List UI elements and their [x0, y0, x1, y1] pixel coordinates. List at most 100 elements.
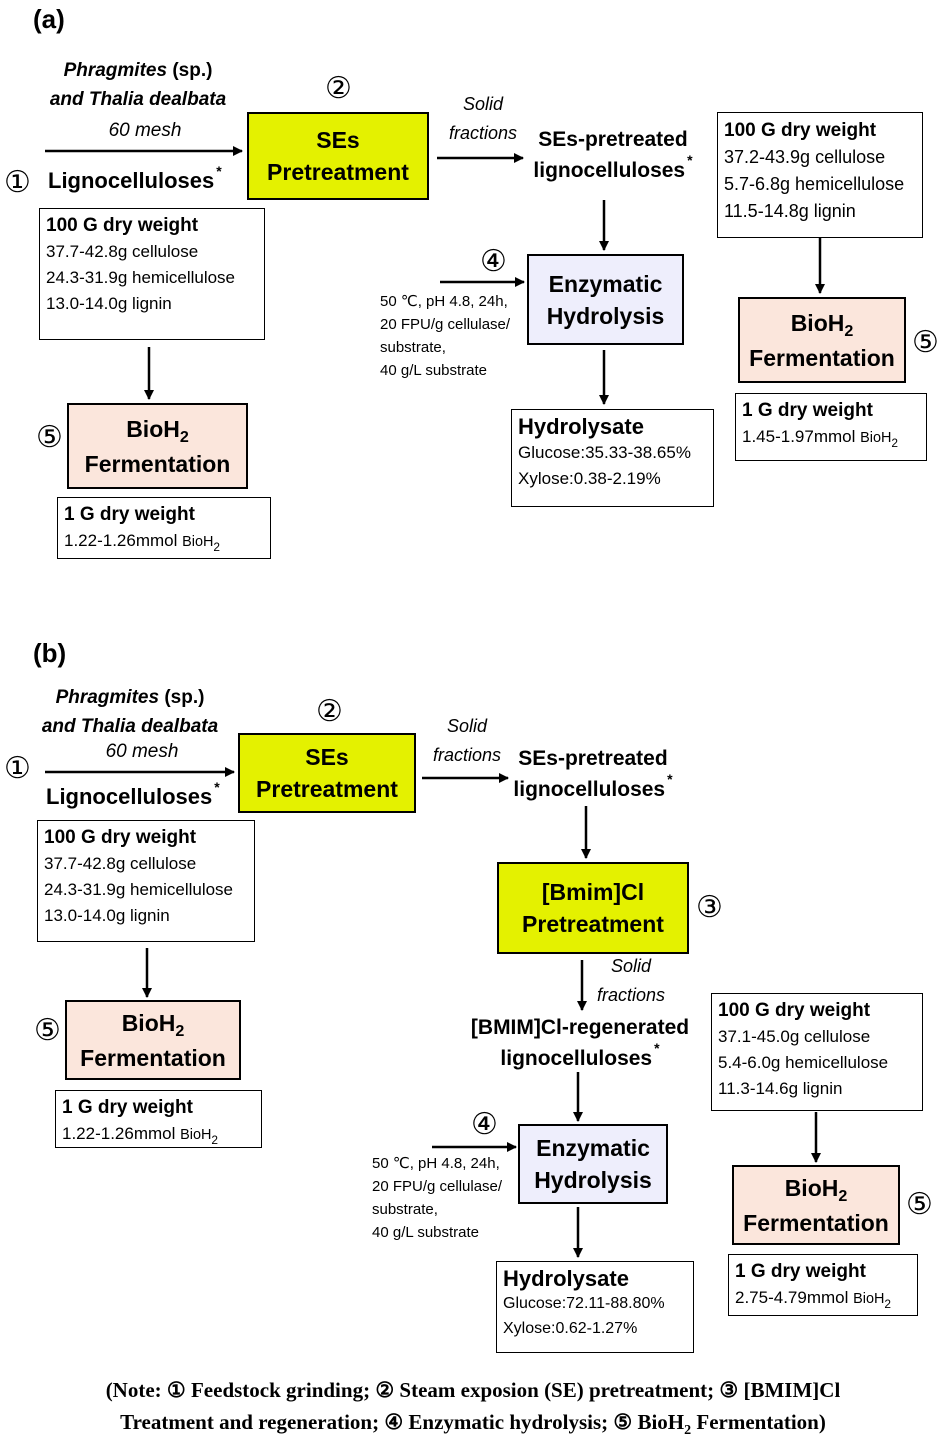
panel-b-enzymatic-line2: Hydrolysis: [534, 1167, 652, 1193]
panel-a-bioh2-left-sub: 2: [179, 427, 189, 446]
panel-b-yield-right-value: 2.75-4.79mmol: [735, 1288, 849, 1307]
panel-a-enzymatic-hydrolysis-box: Enzymatic Hydrolysis: [527, 254, 684, 345]
panel-b-regenerated-asterisk: *: [654, 1040, 660, 1056]
panel-b-bioh2-right-line1: BioH: [784, 1174, 839, 1201]
panel-a-source-line2: and Thalia dealbata: [49, 89, 227, 110]
panel-a-yield-right-unit-sub: 2: [891, 436, 899, 450]
panel-a-condition-2: 20 FPU/g cellulase/: [380, 316, 511, 333]
panel-b-yield-left-unit: BioH: [180, 1127, 212, 1143]
panel-b-bioh2-left-line1: BioH: [121, 1009, 176, 1036]
panel-a-yield-left-header: 1 G dry weight: [64, 504, 195, 525]
panel-a-hydrolysate-title: Hydrolysate: [518, 414, 644, 439]
panel-a-bioh2-right-line1: BioH: [790, 309, 845, 336]
panel-a-hydrolysate-glucose: Glucose:35.33-38.65%: [518, 443, 691, 462]
panel-a-condition-3: substrate,: [380, 339, 446, 356]
panel-a-pretreated-comp-cellulose: 37.2-43.9g cellulose: [724, 147, 886, 167]
panel-b-bioh2-left-line2: Fermentation: [80, 1044, 226, 1071]
panel-a-solid-line2: fractions: [448, 123, 518, 143]
panel-b-mesh: 60 mesh: [105, 741, 179, 762]
panel-b-raw-composition-box: 100 G dry weight 37.7-42.8g cellulose 24…: [37, 820, 255, 942]
legend-note: (Note: ① Feedstock grinding; ② Steam exp…: [0, 1374, 946, 1441]
panel-b-hydrolysis-conditions: 50 ℃, pH 4.8, 24h, 20 FPU/g cellulase/ s…: [372, 1152, 522, 1244]
panel-a-yield-right-unit: BioH: [860, 430, 892, 446]
panel-a-solid-line1: Solid: [462, 94, 504, 114]
panel-a-se-pretreatment-line1: SEs: [316, 127, 360, 153]
panel-b-pretreated-asterisk: *: [667, 771, 673, 787]
panel-b-bioh2-left-box: BioH2 Fermentation: [65, 1000, 241, 1080]
legend-note-line2-end: Fermentation): [691, 1410, 826, 1434]
panel-a-step5-right-marker: ⑤: [912, 325, 939, 360]
panel-b-bioh2-right-box: BioH2 Fermentation: [732, 1165, 900, 1245]
panel-a-solid-fractions: Solid fractions: [438, 90, 528, 148]
panel-b-yield-left-unit-sub: 2: [211, 1133, 219, 1147]
panel-b-condition-2: 20 FPU/g cellulase/: [372, 1178, 503, 1195]
panel-a-raw-comp-lignin: 13.0-14.0g lignin: [46, 294, 172, 313]
panel-b-bioh2-right-sub: 2: [838, 1186, 848, 1205]
panel-b-il-line1: [Bmim]Cl: [541, 879, 645, 905]
panel-b-regen-comp-hemicellulose: 5.4-6.0g hemicellulose: [718, 1053, 889, 1072]
panel-a-label: (a): [33, 4, 65, 34]
panel-b-source-line2: and Thalia dealbata: [41, 716, 219, 737]
panel-a-bioh2-left-box: BioH2 Fermentation: [67, 403, 248, 489]
panel-a-step5-left-marker: ⑤: [36, 420, 63, 455]
panel-b-yield-right-header: 1 G dry weight: [735, 1261, 866, 1282]
panel-a-yield-right-box: 1 G dry weight 1.45-1.97mmol BioH2: [735, 393, 927, 461]
panel-b-pretreated-lignocelluloses: SEs-pretreated lignocelluloses*: [505, 743, 681, 807]
panel-a-raw-comp-header: 100 G dry weight: [46, 215, 199, 236]
panel-a-feedstock: Lignocelluloses*: [48, 163, 222, 194]
legend-note-line2-sub: 2: [684, 1423, 692, 1438]
panel-a-pretreated-comp-hemicellulose: 5.7-6.8g hemicellulose: [724, 174, 905, 194]
panel-a-raw-comp-hemicellulose: 24.3-31.9g hemicellulose: [46, 268, 236, 287]
panel-b-yield-right-unit-sub: 2: [884, 1297, 892, 1311]
panel-b-source-genus: Phragmites: [55, 687, 160, 708]
panel-b-regen-comp-header: 100 G dry weight: [718, 1000, 871, 1021]
panel-a-condition-4: 40 g/L substrate: [380, 362, 488, 379]
panel-b-condition-1: 50 ℃, pH 4.8, 24h,: [372, 1155, 500, 1172]
panel-b-feedstock-label: Lignocelluloses: [46, 784, 213, 809]
panel-a-step1-marker: ①: [4, 165, 31, 200]
panel-b-feedstock-asterisk: *: [214, 779, 220, 795]
panel-b-raw-comp-cellulose: 37.7-42.8g cellulose: [44, 854, 197, 873]
panel-a-bioh2-right-box: BioH2 Fermentation: [738, 297, 906, 383]
panel-a-pretreated-line2: lignocelluloses: [533, 159, 686, 182]
panel-b-raw-comp-hemicellulose: 24.3-31.9g hemicellulose: [44, 880, 234, 899]
panel-a-pretreated-lignocelluloses: SEs-pretreated lignocelluloses*: [525, 124, 701, 188]
panel-a-bioh2-right-line2: Fermentation: [749, 344, 895, 371]
panel-a-hydrolysis-conditions: 50 ℃, pH 4.8, 24h, 20 FPU/g cellulase/ s…: [380, 290, 530, 382]
panel-b-step5-left-marker: ⑤: [34, 1013, 61, 1048]
panel-a-se-pretreatment-box: SEs Pretreatment: [247, 112, 429, 200]
panel-b-regenerated-line1: [BMIM]Cl-regenerated: [470, 1016, 690, 1039]
panel-b-solid2-fractions: Solid fractions: [586, 952, 676, 1010]
panel-b-step5-right-marker: ⑤: [906, 1187, 933, 1222]
panel-a-step4-marker: ④: [480, 244, 507, 279]
panel-b-se-pretreatment-line2: Pretreatment: [256, 776, 398, 802]
panel-a-yield-right-value: 1.45-1.97mmol: [742, 427, 856, 446]
panel-a-hydrolysate-xylose: Xylose:0.38-2.19%: [518, 469, 661, 488]
panel-a-pretreated-composition-box: 100 G dry weight 37.2-43.9g cellulose 5.…: [717, 112, 923, 238]
panel-a-yield-right-header: 1 G dry weight: [742, 400, 873, 421]
panel-a-source-species: Phragmites (sp.) and Thalia dealbata: [28, 56, 248, 114]
panel-a-raw-composition-box: 100 G dry weight 37.7-42.8g cellulose 24…: [39, 208, 265, 340]
panel-a-raw-comp-cellulose: 37.7-42.8g cellulose: [46, 242, 199, 261]
panel-a-pretreated-line1: SEs-pretreated: [538, 128, 688, 151]
panel-a-se-pretreatment-line2: Pretreatment: [267, 159, 409, 185]
panel-b-hydrolysate-title: Hydrolysate: [503, 1266, 629, 1291]
panel-b-regenerated-lignocelluloses: [BMIM]Cl-regenerated lignocelluloses*: [452, 1012, 708, 1076]
panel-b-pretreated-line1: SEs-pretreated: [518, 747, 668, 770]
panel-b-yield-left-box: 1 G dry weight 1.22-1.26mmol BioH2: [55, 1090, 262, 1148]
panel-b-solid-line2: fractions: [432, 745, 502, 765]
panel-a-source-genus: Phragmites: [63, 60, 168, 81]
panel-a-yield-left-box: 1 G dry weight 1.22-1.26mmol BioH2: [57, 497, 271, 559]
panel-a-yield-left-unit-sub: 2: [213, 540, 221, 554]
panel-b-se-pretreatment-box: SEs Pretreatment: [238, 733, 416, 813]
legend-note-line2: Treatment and regeneration; ④ Enzymatic …: [120, 1410, 685, 1434]
panel-b-il-pretreatment-box: [Bmim]Cl Pretreatment: [497, 862, 689, 954]
panel-b-solid-fractions: Solid fractions: [422, 712, 512, 770]
panel-a-bioh2-left-line2: Fermentation: [84, 450, 231, 477]
panel-b-pretreated-line2: lignocelluloses: [513, 778, 666, 801]
panel-a-yield-left-unit: BioH: [182, 534, 214, 550]
panel-b-regenerated-composition-box: 100 G dry weight 37.1-45.0g cellulose 5.…: [711, 993, 923, 1111]
panel-b-yield-right-unit: BioH: [853, 1291, 885, 1307]
panel-b-bioh2-left-sub: 2: [175, 1021, 185, 1040]
